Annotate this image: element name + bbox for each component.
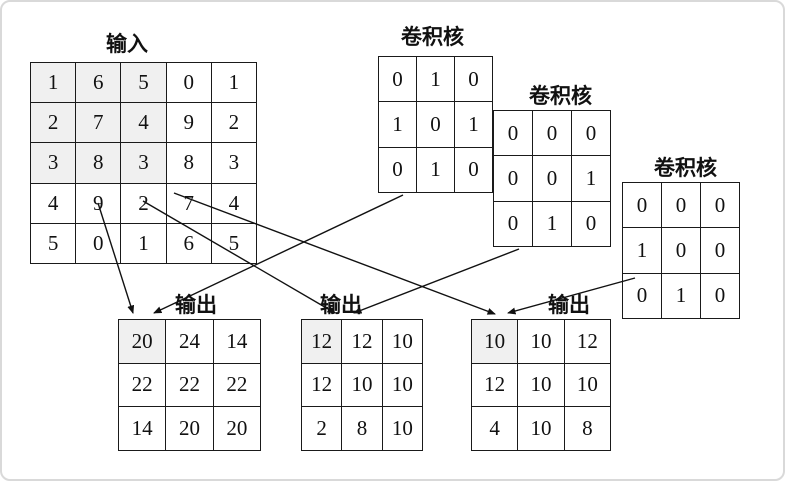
matrix-cell: 12 <box>472 363 519 408</box>
matrix-cell: 8 <box>166 143 212 184</box>
matrix-cell: 1 <box>379 102 417 148</box>
matrix-cell: 0 <box>379 147 417 193</box>
matrix-cell: 0 <box>662 183 701 229</box>
matrix-cell: 20 <box>166 407 214 451</box>
kernel-2-label: 卷积核 <box>529 85 592 108</box>
matrix-cell: 10 <box>472 320 519 364</box>
matrix-cell: 1 <box>662 273 701 319</box>
output-1-label: 输出 <box>175 294 217 317</box>
matrix-cell: 0 <box>379 57 417 103</box>
matrix-cell: 0 <box>417 102 455 148</box>
input-matrix-label: 输入 <box>106 33 148 56</box>
matrix-cell: 24 <box>166 320 214 364</box>
matrix-cell: 1 <box>455 102 493 148</box>
matrix-cell: 10 <box>382 320 423 364</box>
matrix-cell: 10 <box>342 363 383 408</box>
matrix-cell: 2 <box>31 103 77 144</box>
matrix-cell: 3 <box>211 143 257 184</box>
matrix-cell: 7 <box>166 183 212 224</box>
kernel-1-label: 卷积核 <box>401 26 464 49</box>
matrix-cell: 0 <box>166 63 212 104</box>
matrix-cell: 4 <box>211 183 257 224</box>
matrix-cell: 10 <box>518 320 565 364</box>
output-2-label: 输出 <box>320 294 362 317</box>
matrix-cell: 4 <box>472 407 519 451</box>
matrix-cell: 7 <box>76 103 122 144</box>
matrix-cell: 8 <box>342 407 383 451</box>
matrix-cell: 0 <box>455 147 493 193</box>
matrix-cell: 14 <box>119 407 167 451</box>
matrix-cell: 14 <box>213 320 261 364</box>
matrix-cell: 0 <box>76 223 122 264</box>
matrix-cell: 22 <box>213 363 261 408</box>
matrix-cell: 8 <box>76 143 122 184</box>
matrix-cell: 0 <box>494 156 533 202</box>
matrix-cell: 3 <box>121 143 167 184</box>
matrix-cell: 1 <box>211 63 257 104</box>
matrix-cell: 10 <box>518 407 565 451</box>
matrix-cell: 0 <box>572 111 611 157</box>
arrow-kernel-2-to-output-2 <box>353 248 520 314</box>
matrix-cell: 0 <box>701 273 740 319</box>
matrix-cell: 10 <box>564 363 611 408</box>
matrix-cell: 6 <box>166 223 212 264</box>
matrix-cell: 3 <box>31 143 77 184</box>
kernel-3-label: 卷积核 <box>654 157 717 180</box>
output-3-label: 输出 <box>548 294 590 317</box>
matrix-cell: 8 <box>564 407 611 451</box>
matrix-cell: 0 <box>623 273 662 319</box>
matrix-cell: 20 <box>213 407 261 451</box>
matrix-cell: 1 <box>623 228 662 274</box>
matrix-cell: 0 <box>455 57 493 103</box>
matrix-cell: 5 <box>121 63 167 104</box>
matrix-cell: 12 <box>342 320 383 364</box>
matrix-cell: 5 <box>211 223 257 264</box>
matrix-cell: 0 <box>533 111 572 157</box>
matrix-cell: 22 <box>166 363 214 408</box>
matrix-cell: 2 <box>121 183 167 224</box>
matrix-cell: 2 <box>302 407 343 451</box>
matrix-cell: 12 <box>302 320 343 364</box>
matrix-cell: 6 <box>76 63 122 104</box>
matrix-cell: 5 <box>31 223 77 264</box>
matrix-cell: 0 <box>623 183 662 229</box>
matrix-cell: 0 <box>494 111 533 157</box>
matrix-cell: 1 <box>417 57 455 103</box>
matrix-cell: 10 <box>382 363 423 408</box>
matrix-cell: 1 <box>31 63 77 104</box>
matrix-cell: 1 <box>572 156 611 202</box>
matrix-cell: 10 <box>518 363 565 408</box>
matrix-cell: 4 <box>121 103 167 144</box>
matrix-cell: 1 <box>417 147 455 193</box>
matrix-cell: 10 <box>382 407 423 451</box>
matrix-cell: 0 <box>533 156 572 202</box>
matrix-cell: 4 <box>31 183 77 224</box>
matrix-cell: 20 <box>119 320 167 364</box>
matrix-cell: 0 <box>701 183 740 229</box>
matrix-cell: 22 <box>119 363 167 408</box>
matrix-cell: 1 <box>121 223 167 264</box>
matrix-cell: 0 <box>572 201 611 247</box>
matrix-cell: 12 <box>564 320 611 364</box>
matrix-cell: 12 <box>302 363 343 408</box>
matrix-cell: 0 <box>494 201 533 247</box>
matrix-cell: 0 <box>662 228 701 274</box>
matrix-cell: 9 <box>166 103 212 144</box>
matrix-cell: 0 <box>701 228 740 274</box>
matrix-cell: 1 <box>533 201 572 247</box>
matrix-cell: 9 <box>76 183 122 224</box>
matrix-cell: 2 <box>211 103 257 144</box>
